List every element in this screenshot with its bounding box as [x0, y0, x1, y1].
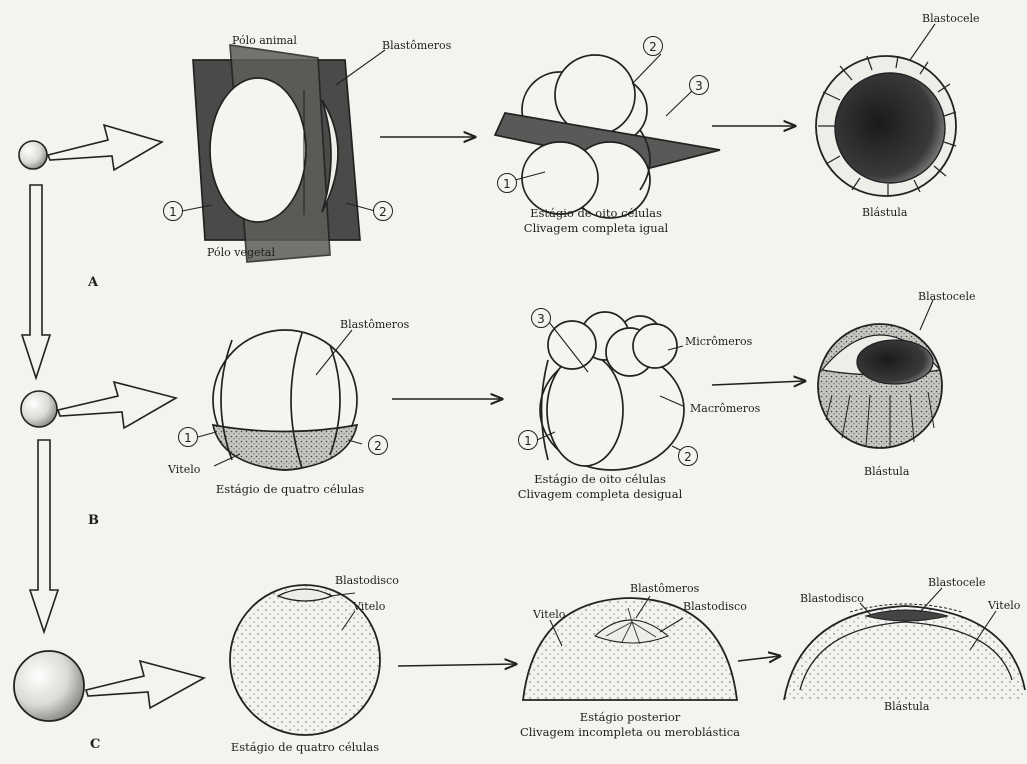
label-blastula-c: Blástula	[884, 700, 929, 713]
c-blastula	[784, 604, 1025, 700]
label-micromeres: Micrômeros	[685, 335, 752, 348]
num-1-b: 1	[178, 427, 198, 447]
row-label-a: A	[88, 276, 98, 289]
num-1-a: 1	[163, 201, 183, 221]
label-unequal-cleavage: Clivagem completa desigual	[500, 487, 700, 502]
label-later-stage: Estágio posterior	[500, 710, 760, 725]
num-3-a: 3	[689, 75, 709, 95]
egg-a	[19, 141, 47, 169]
label-blastodisc-c3: Blastodisco	[800, 592, 864, 605]
a-eight-cell	[495, 55, 720, 218]
label-equal-cleavage: Clivagem completa igual	[496, 221, 696, 236]
label-animal-pole-a: Pólo animal	[232, 34, 297, 47]
label-yolk-c1: Vitelo	[353, 600, 385, 613]
label-blastodisc-c2: Blastodisco	[683, 600, 747, 613]
label-blastocoel-a: Blastocele	[922, 12, 980, 25]
label-vegetal-pole-a: Pólo vegetal	[207, 246, 275, 259]
label-eight-cell-b: Estágio de oito células	[500, 472, 700, 487]
label-blastodisc-c1: Blastodisco	[335, 574, 399, 587]
b-eight-cell	[540, 312, 684, 470]
b-blastula	[818, 324, 942, 448]
label-eight-cell-a: Estágio de oito células	[496, 206, 696, 221]
num-2-a: 2	[373, 201, 393, 221]
label-blastocoel-b: Blastocele	[918, 290, 976, 303]
num-1b-b: 1	[518, 430, 538, 450]
label-blastula-a: Blástula	[862, 206, 907, 219]
a-blastula	[816, 56, 956, 196]
row-label-b: B	[88, 514, 99, 527]
label-blastocoel-c: Blastocele	[928, 576, 986, 589]
num-1b-a: 1	[497, 173, 517, 193]
num-2-b: 2	[368, 435, 388, 455]
num-2b-a: 2	[643, 36, 663, 56]
label-incomplete-cleavage: Clivagem incompleta ou meroblástica	[490, 725, 770, 740]
label-blastomeres-c: Blastômeros	[630, 582, 699, 595]
label-macromeres: Macrômeros	[690, 402, 760, 415]
num-2b-b: 2	[678, 446, 698, 466]
num-3-b: 3	[531, 308, 551, 328]
label-blastomeres-a: Blastômeros	[382, 39, 451, 52]
label-four-cell-c: Estágio de quatro células	[195, 740, 415, 755]
label-blastula-b: Blástula	[864, 465, 909, 478]
label-yolk-c2: Vitelo	[533, 608, 565, 621]
label-yolk-b: Vitelo	[168, 463, 200, 476]
a-two-cell	[193, 45, 360, 262]
label-yolk-c3: Vitelo	[988, 599, 1020, 612]
label-blastomeres-b: Blastômeros	[340, 318, 409, 331]
row-label-c: C	[90, 738, 100, 751]
label-four-cell-b: Estágio de quatro células	[190, 482, 390, 497]
egg-b	[21, 391, 57, 427]
egg-c	[14, 651, 84, 721]
